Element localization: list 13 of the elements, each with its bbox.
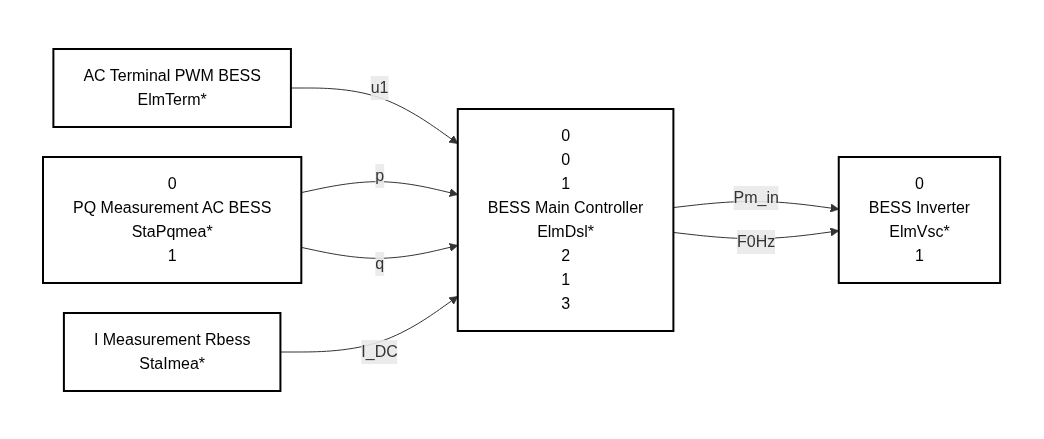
node-box: I Measurement Rbess StaImea* (63, 311, 282, 392)
node-box: AC Terminal PWM BESS ElmTerm* (52, 47, 293, 128)
edge-label: q (375, 254, 385, 272)
edge-label: p (375, 166, 385, 184)
arrow (301, 180, 459, 197)
edge-label: F0Hz (737, 232, 776, 250)
arrow (301, 242, 459, 259)
node-box: 0 0 1 BESS Main Controller ElmDsl* 2 1 3 (457, 107, 675, 332)
node-box: 0 PQ Measurement AC BESS StaPqmea* 1 (42, 155, 303, 284)
edge-label: I_DC (361, 342, 399, 360)
edge-label: Pm_in (733, 188, 780, 206)
edge-label: u1 (371, 78, 389, 96)
node-box: 0 BESS Inverter ElmVsc* 1 (838, 155, 1002, 284)
